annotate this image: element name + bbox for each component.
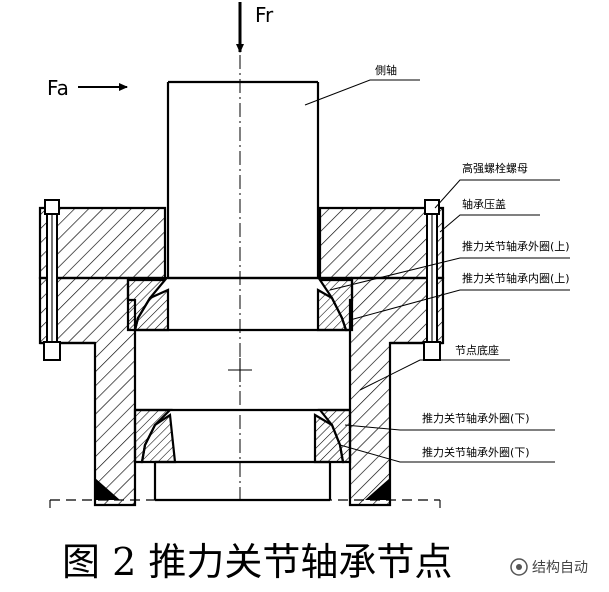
base-label: 节点底座 (455, 343, 499, 357)
bearing-gland (38, 206, 445, 280)
left-bolt (43, 199, 61, 361)
inner-ring-lower-label: 推力关节轴承外圈(下) (422, 445, 530, 459)
left-weld (95, 478, 120, 500)
radial-force-label: Fr (255, 3, 274, 27)
right-bolt (423, 199, 441, 361)
watermark-text: 结构自动 (532, 560, 588, 576)
lower-inner-ring-right (313, 413, 345, 464)
watermark-logo-icon (510, 558, 528, 576)
support-line (49, 499, 441, 508)
shaft (166, 80, 320, 280)
watermark: 结构自动 (510, 558, 588, 576)
joint-base (38, 276, 445, 507)
outer-ring-lower-label: 推力关节轴承外圈(下) (422, 411, 530, 425)
upper-inner-ring-left (133, 288, 170, 332)
figure-caption: 图 2 推力关节轴承节点 (62, 540, 452, 584)
shaft-label: 側轴 (375, 63, 397, 77)
bolt-nut-label: 高强螺栓螺母 (462, 161, 528, 175)
upper-inner-ring-right (316, 288, 348, 332)
center-mark (228, 358, 252, 382)
inner-ring-upper-label: 推力关节轴承内圈(上) (462, 271, 570, 285)
leader-lines (304, 79, 570, 463)
gland-label: 轴承压盖 (462, 197, 506, 211)
axial-force-label: Fa (47, 76, 69, 100)
outer-ring-upper-label: 推力关节轴承外圈(上) (462, 239, 570, 253)
right-weld (365, 478, 390, 500)
lower-inner-ring-left (140, 413, 177, 464)
